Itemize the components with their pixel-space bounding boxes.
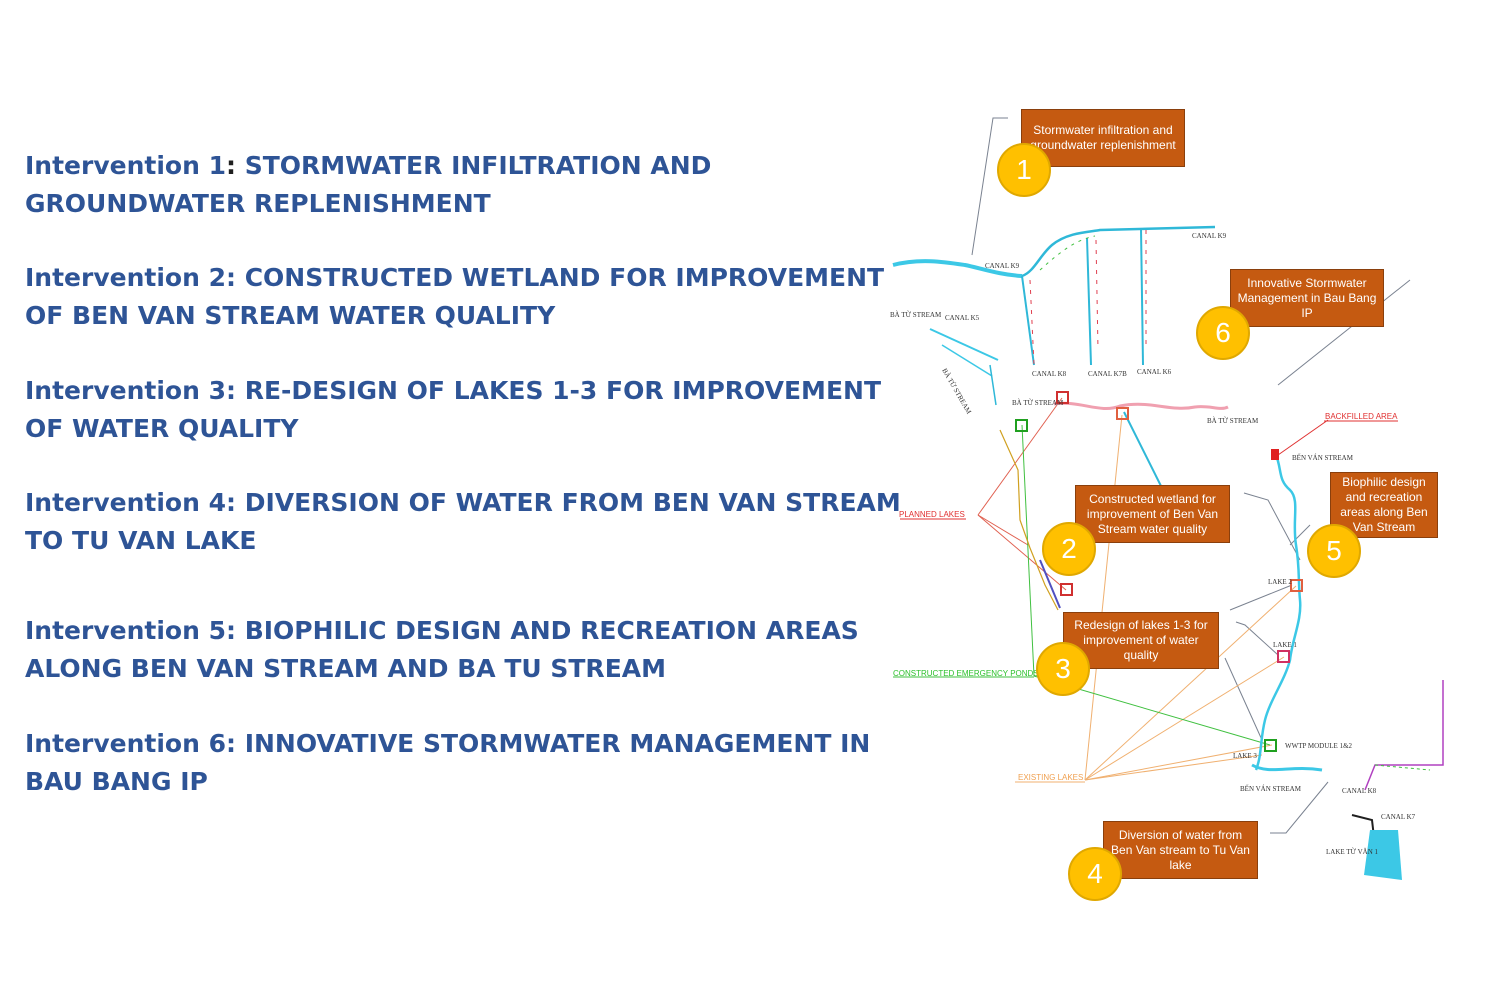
callout-box-2: Constructed wetland for improvement of B… bbox=[1075, 485, 1230, 543]
intervention-4-colon: : bbox=[225, 488, 236, 517]
intervention-5-heading: Intervention 5: BIOPHILIC DESIGN AND REC… bbox=[25, 612, 905, 688]
leader-line-2 bbox=[1243, 492, 1301, 561]
leader-line-3c bbox=[1224, 657, 1263, 741]
label-canal-k7b: CANAL K7B bbox=[1088, 370, 1127, 378]
label-canal-k9-a: CANAL K9 bbox=[985, 262, 1020, 270]
intervention-1-prefix: Intervention 1 bbox=[25, 151, 226, 180]
intervention-3-text: RE-DESIGN OF LAKES 1-3 FOR IMPROVEMENT O… bbox=[25, 376, 881, 443]
label-ben-van-stream-b: BẾN VÁN STREAM bbox=[1240, 785, 1302, 793]
marker-green-pond bbox=[1015, 419, 1028, 432]
label-backfilled-area: BACKFILLED AREA bbox=[1325, 412, 1398, 421]
canal-network bbox=[892, 225, 1216, 406]
marker-wwtp bbox=[1264, 739, 1277, 752]
leader-line-3a bbox=[1229, 584, 1293, 611]
callout-number-2: 2 bbox=[1042, 522, 1096, 576]
callout-box-3: Redesign of lakes 1-3 for improvement of… bbox=[1063, 612, 1219, 669]
intervention-6-prefix: Intervention 6 bbox=[25, 729, 226, 758]
callout-number-1: 1 bbox=[997, 143, 1051, 197]
label-lake-3: LAKE 3 bbox=[1233, 752, 1257, 760]
leader-line-5 bbox=[1289, 524, 1311, 546]
leader-line-4 bbox=[1270, 781, 1329, 834]
intervention-1-colon: : bbox=[225, 151, 236, 180]
intervention-3-colon: : bbox=[225, 376, 236, 405]
intervention-1-heading: Intervention 1: STORMWATER INFILTRATION … bbox=[25, 147, 905, 223]
callout-number-5: 5 bbox=[1307, 524, 1361, 578]
intervention-6-text: INNOVATIVE STORMWATER MANAGEMENT IN BAU … bbox=[25, 729, 871, 796]
intervention-6-heading: Intervention 6: INNOVATIVE STORMWATER MA… bbox=[25, 725, 905, 801]
callout-number-6: 6 bbox=[1196, 306, 1250, 360]
callout-box-1: Stormwater infiltration and groundwater … bbox=[1021, 109, 1185, 167]
leader-line-1 bbox=[971, 117, 1008, 256]
label-planned-lakes: PLANNED LAKES bbox=[899, 510, 965, 519]
ben-van-stream bbox=[1254, 454, 1302, 771]
marker-ba-tu-orange bbox=[1116, 407, 1129, 420]
marker-planned-lake bbox=[1060, 583, 1073, 596]
leader-line-6 bbox=[1277, 279, 1411, 386]
callout-box-4: Diversion of water from Ben Van stream t… bbox=[1103, 821, 1258, 879]
intervention-2-prefix: Intervention 2 bbox=[25, 263, 226, 292]
emergency-ponds-lines bbox=[893, 424, 1271, 746]
existing-lakes-lines bbox=[1015, 414, 1297, 783]
ba-tu-stream bbox=[1053, 401, 1229, 411]
label-ben-van-stream-a: BẾN VÁN STREAM bbox=[1292, 454, 1354, 462]
callout-box-5: Biophilic design and recreation areas al… bbox=[1330, 472, 1438, 538]
intervention-6-colon: : bbox=[225, 729, 236, 758]
intervention-5-text: BIOPHILIC DESIGN AND RECREATION AREAS AL… bbox=[25, 616, 859, 683]
intervention-2-text: CONSTRUCTED WETLAND FOR IMPROVEMENT OF B… bbox=[25, 263, 885, 330]
label-lake-1: LAKE 1 bbox=[1273, 641, 1297, 649]
label-existing-lakes: EXISTING LAKES bbox=[1018, 773, 1083, 782]
intervention-2-colon: : bbox=[225, 263, 236, 292]
label-canal-k7: CANAL K7 bbox=[1381, 813, 1416, 821]
intervention-4-text: DIVERSION OF WATER FROM BEN VAN STREAM T… bbox=[25, 488, 901, 555]
label-canal-k9-b: CANAL K9 bbox=[1192, 232, 1227, 240]
marker-lake-1 bbox=[1277, 650, 1290, 663]
intervention-3-heading: Intervention 3: RE-DESIGN OF LAKES 1-3 F… bbox=[25, 372, 905, 448]
label-ba-tu-stream-c: BÀ TỪ STREAM bbox=[1012, 399, 1064, 407]
callout-number-3: 3 bbox=[1036, 642, 1090, 696]
lake-markers bbox=[1015, 391, 1303, 752]
label-canal-k5: CANAL K5 bbox=[945, 314, 980, 322]
intervention-2-heading: Intervention 2: CONSTRUCTED WETLAND FOR … bbox=[25, 259, 905, 335]
leader-line-3b bbox=[1235, 621, 1279, 656]
label-ba-tu-stream-b: BÀ TỪ STREAM bbox=[940, 367, 973, 416]
label-lake-2: LAKE 2 bbox=[1268, 578, 1292, 586]
label-canal-k8: CANAL K8 bbox=[1032, 370, 1067, 378]
label-ba-tu-stream-a: BÀ TỪ STREAM bbox=[890, 311, 942, 319]
intervention-5-prefix: Intervention 5 bbox=[25, 616, 226, 645]
label-ba-tu-stream-d: BÀ TỪ STREAM bbox=[1207, 417, 1259, 425]
callout-leader-lines bbox=[971, 117, 1411, 834]
label-lake-tu-van: LAKE TỪ VĂN 1 bbox=[1326, 848, 1379, 856]
intervention-4-prefix: Intervention 4 bbox=[25, 488, 226, 517]
intervention-3-prefix: Intervention 3 bbox=[25, 376, 226, 405]
marker-ba-tu-red bbox=[1056, 391, 1069, 404]
intervention-4-heading: Intervention 4: DIVERSION OF WATER FROM … bbox=[25, 484, 905, 560]
callout-number-4: 4 bbox=[1068, 847, 1122, 901]
label-canal-k8-b: CANAL K8 bbox=[1342, 787, 1377, 795]
callout-box-6: Innovative Stormwater Management in Bau … bbox=[1230, 269, 1384, 327]
label-emergency-ponds: CONSTRUCTED EMERGENCY PONDS bbox=[893, 669, 1039, 678]
planned-lakes-lines bbox=[977, 397, 1067, 591]
marker-backfilled bbox=[1271, 449, 1279, 460]
label-wwtp: WWTP MODULE 1&2 bbox=[1285, 742, 1353, 750]
intervention-5-colon: : bbox=[225, 616, 236, 645]
intervention-1-text: STORMWATER INFILTRATION AND GROUNDWATER … bbox=[25, 151, 712, 218]
lake-tu-van-shape bbox=[1364, 830, 1402, 880]
label-canal-k6: CANAL K6 bbox=[1137, 368, 1172, 376]
backfilled-leader bbox=[1277, 419, 1329, 456]
marker-lake-2 bbox=[1290, 579, 1303, 592]
